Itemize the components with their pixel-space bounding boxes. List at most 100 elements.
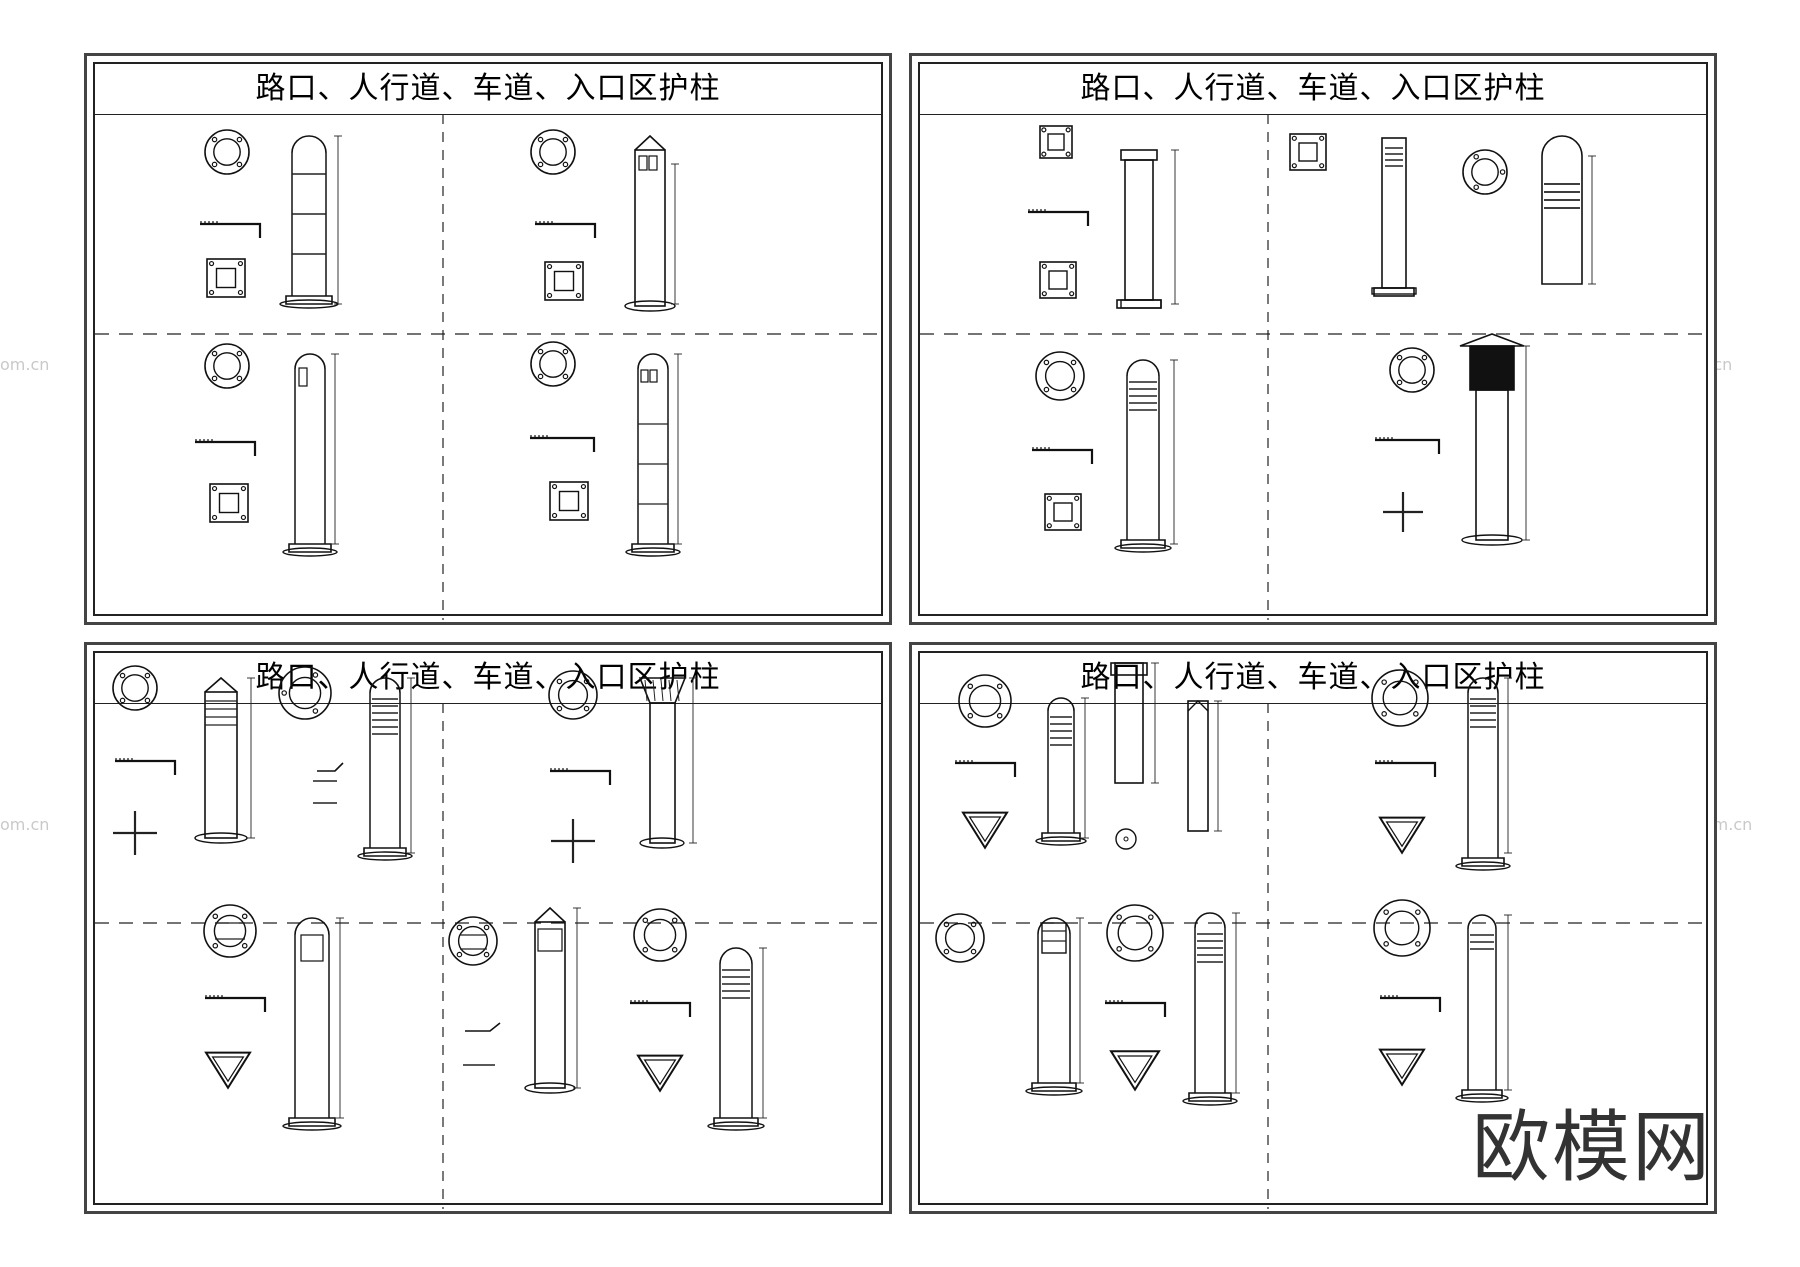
- drawing-rect: [1041, 922, 1067, 954]
- drawing-circle: [281, 690, 288, 696]
- drawing-circle: [1319, 135, 1325, 141]
- drawing-circle: [1070, 359, 1077, 366]
- drawing-rect: [209, 483, 249, 523]
- drawing-circle: [237, 289, 244, 296]
- drawing-circle: [530, 129, 576, 175]
- drawing-rect: [1039, 125, 1073, 159]
- drawing-circle: [1373, 899, 1431, 957]
- drawing-circle: [1371, 669, 1429, 727]
- bollard-drawings: [95, 114, 887, 620]
- drawing-path: [1037, 917, 1071, 935]
- drawing-sheet-4: 路口、人行道、车道、入口区护柱: [909, 642, 1717, 1214]
- drawing-circle: [575, 292, 582, 299]
- base-flange: [357, 851, 413, 861]
- drawing-circle: [121, 674, 149, 702]
- drawing-circle: [944, 922, 976, 954]
- drawing-path: [1385, 1053, 1419, 1080]
- drawing-path: [968, 816, 1002, 843]
- drawing-circle: [1319, 163, 1325, 169]
- sheet-frame: 路口、人行道、车道、入口区护柱: [93, 651, 887, 1209]
- drawing-circle: [211, 514, 218, 521]
- drawing-path: [1126, 359, 1160, 377]
- drawing-circle: [551, 512, 558, 519]
- drawing-rect: [218, 492, 240, 514]
- drawing-rect: [640, 369, 649, 383]
- drawing-circle: [556, 678, 563, 685]
- drawing-circle: [1041, 127, 1047, 133]
- drawing-circle: [448, 916, 498, 966]
- drawing-circle: [557, 679, 589, 711]
- bollard-drawings: [920, 114, 1712, 620]
- drawing-circle: [1421, 354, 1428, 361]
- drawing-circle: [211, 161, 218, 168]
- drawing-path: [369, 677, 401, 694]
- drawing-circle: [1383, 941, 1389, 947]
- drawing-circle: [1043, 386, 1050, 393]
- drawing-circle: [967, 683, 974, 690]
- drawing-circle: [456, 924, 463, 931]
- drawing-circle: [208, 289, 215, 296]
- drawing-circle: [213, 914, 247, 948]
- drawing-circle: [1148, 946, 1154, 952]
- drawing-circle: [1115, 828, 1137, 850]
- drawing-path: [535, 222, 597, 238]
- drawing-rect: [300, 934, 324, 962]
- drawing-circle: [562, 373, 569, 380]
- drawing-circle: [212, 913, 219, 920]
- drawing-path: [1047, 697, 1075, 712]
- drawing-circle: [1065, 151, 1071, 157]
- drawing-rect: [1373, 287, 1415, 297]
- drawing-circle: [457, 925, 489, 957]
- drawing-circle: [483, 951, 490, 958]
- drawing-rect: [206, 258, 246, 298]
- drawing-circle: [213, 352, 241, 380]
- drawing-sheet-3: 路口、人行道、车道、入口区护柱: [84, 642, 892, 1214]
- drawing-circle: [1074, 523, 1080, 529]
- drawing-circle: [537, 136, 544, 143]
- bollard-drawings: [95, 665, 887, 1209]
- drawing-path: [1467, 677, 1499, 694]
- drawing-circle: [1291, 163, 1297, 169]
- drawing-circle: [211, 136, 218, 143]
- drawing-circle: [1123, 836, 1129, 842]
- drawing-rect: [1053, 502, 1073, 522]
- drawing-line: [660, 679, 664, 702]
- drawing-circle: [1382, 680, 1418, 716]
- drawing-circle: [539, 350, 567, 378]
- drawing-circle: [204, 343, 250, 389]
- drawing-circle: [236, 161, 243, 168]
- drawing-path: [1375, 438, 1441, 454]
- drawing-sheet-1: 路口、人行道、车道、入口区护柱: [84, 53, 892, 625]
- drawing-line: [652, 679, 656, 702]
- drawing-path: [294, 353, 326, 370]
- drawing-path: [115, 759, 177, 775]
- drawing-path: [465, 1022, 501, 1032]
- drawing-path: [205, 996, 267, 1012]
- bollard-drawings: [920, 662, 1712, 1209]
- drawing-circle: [237, 260, 244, 267]
- drawing-circle: [1415, 909, 1421, 915]
- drawing-rect: [1110, 662, 1148, 676]
- drawing-rect: [638, 155, 648, 171]
- sheet-frame: 路口、人行道、车道、入口区护柱: [93, 62, 887, 620]
- drawing-circle: [580, 483, 587, 490]
- drawing-circle: [642, 917, 649, 924]
- base-flange: [282, 547, 338, 557]
- sheet-title: 路口、人行道、车道、入口区护柱: [920, 64, 1706, 115]
- drawing-rect: [204, 691, 238, 839]
- drawing-circle: [1381, 679, 1387, 685]
- drawing-circle: [643, 918, 677, 952]
- drawing-circle: [144, 697, 151, 704]
- drawing-rect: [544, 261, 584, 301]
- drawing-path: [1467, 914, 1497, 930]
- drawing-circle: [213, 138, 241, 166]
- drawing-rect: [1298, 142, 1318, 162]
- drawing-path: [636, 1054, 684, 1093]
- drawing-rect: [1039, 261, 1077, 299]
- drawing-circle: [240, 514, 247, 521]
- drawing-circle: [211, 375, 218, 382]
- drawing-rect: [1114, 662, 1144, 784]
- drawing-circle: [483, 924, 490, 931]
- drawing-rect: [649, 369, 658, 383]
- drawing-circle: [241, 942, 248, 949]
